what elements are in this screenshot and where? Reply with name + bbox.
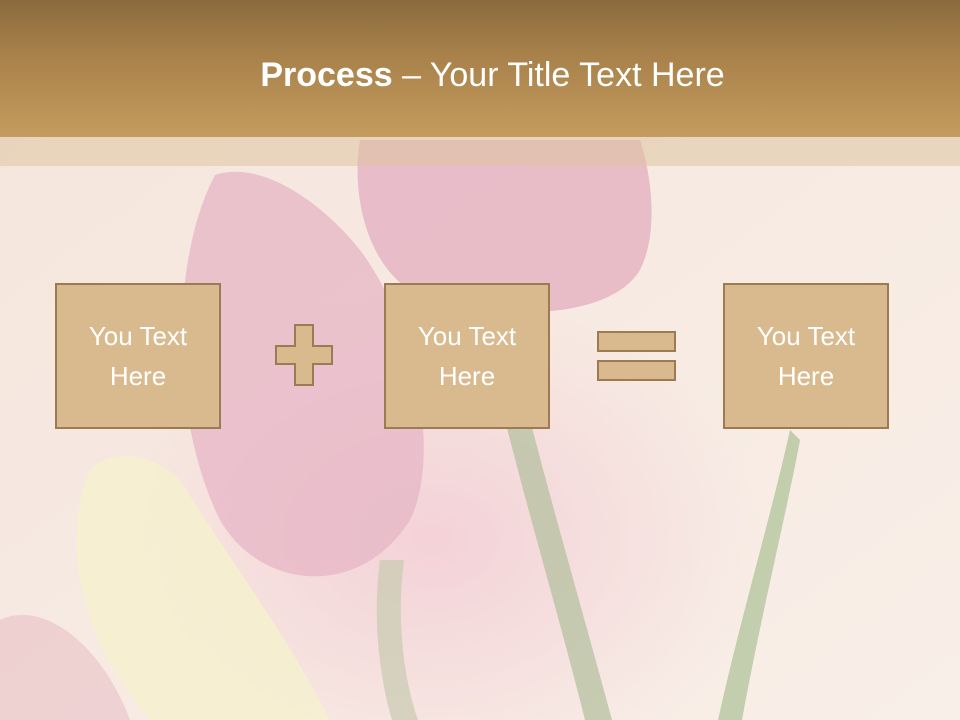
title-bar [0,0,960,137]
slide-title: Process – Your Title Text Here [0,52,960,98]
equals-icon [597,331,676,381]
process-box-2-text: You Text Here [417,321,517,391]
process-box-1-text: You Text Here [88,321,188,391]
slide-title-dash: – [392,56,430,94]
process-box-3-text: You Text Here [756,321,856,391]
slide-title-bold: Process [260,56,393,94]
slide-title-rest: Your Title Text Here [429,56,725,94]
process-box-3[interactable]: You Text Here [723,283,889,429]
process-box-2[interactable]: You Text Here [384,283,550,429]
process-box-1[interactable]: You Text Here [55,283,221,429]
title-underline-strip [0,137,960,166]
plus-icon [275,324,333,386]
